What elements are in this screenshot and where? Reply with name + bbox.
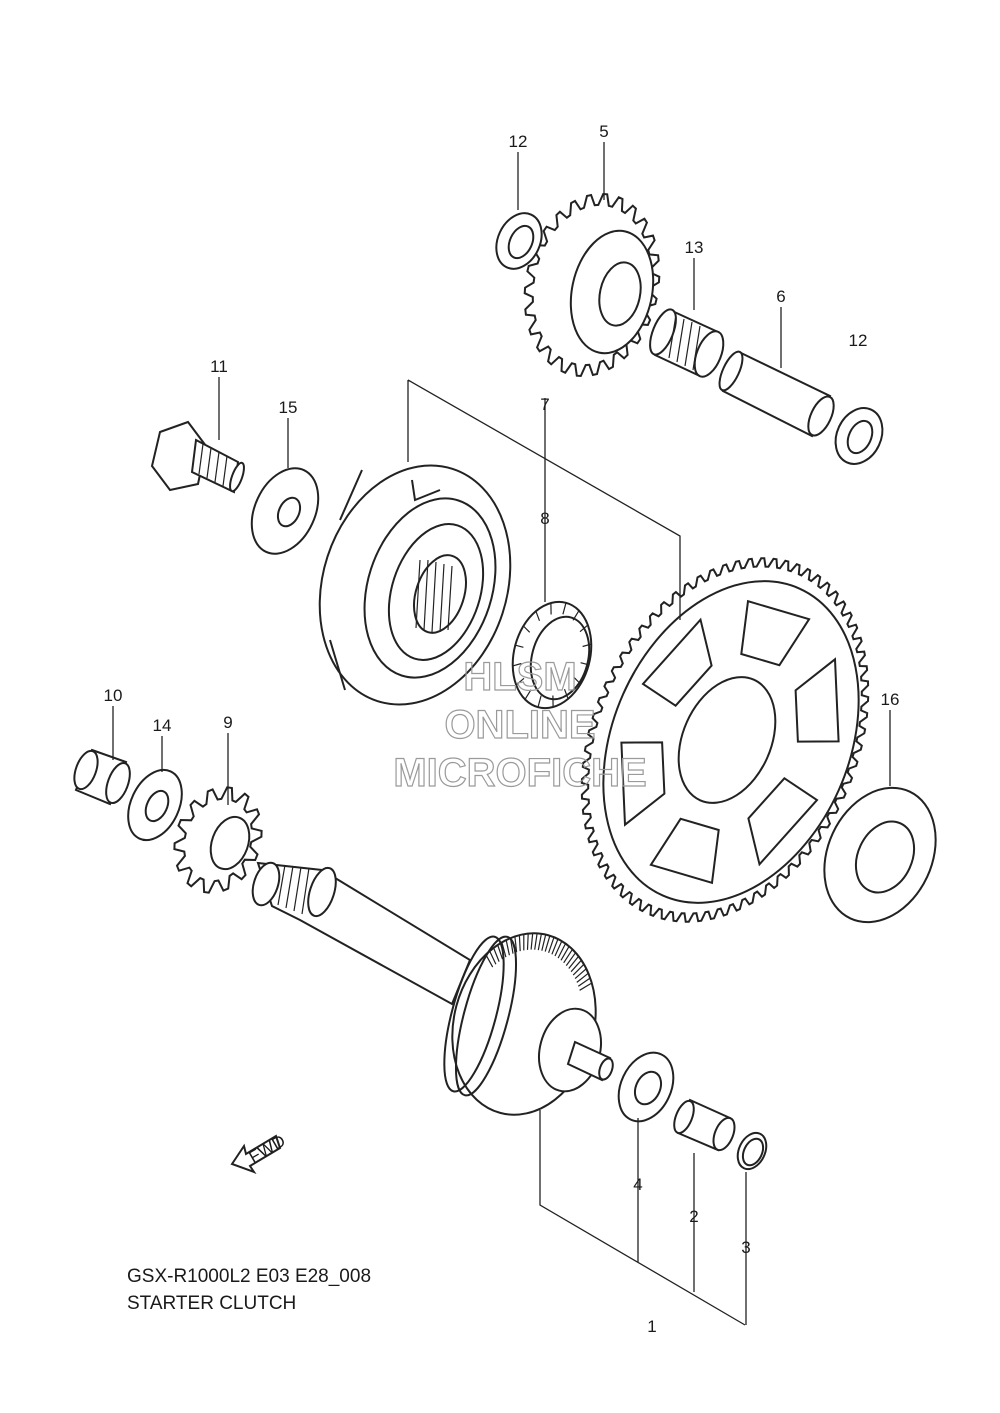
callout-2: 2 [689,1207,698,1226]
part-4-washer[interactable] [608,1044,684,1130]
callout-16: 16 [881,690,900,709]
callout-6: 6 [776,287,785,306]
callout-12-upper: 12 [509,132,528,151]
callout-13: 13 [685,238,704,257]
part-12-washer-right[interactable] [827,400,891,471]
leader-lines [112,142,891,1326]
part-14-washer[interactable] [118,761,193,848]
callout-5: 5 [599,122,608,141]
svg-text:FWD: FWD [246,1131,289,1167]
part-2-bushing[interactable] [670,1098,738,1153]
part-1-shaft-assembly[interactable] [248,859,616,1131]
watermark-line-2: ONLINE [444,703,595,747]
part-11-bolt[interactable] [150,420,247,494]
title-assembly-name: STARTER CLUTCH [127,1293,296,1314]
part-5-gear[interactable] [523,192,664,378]
fwd-arrow-icon: FWD [230,1131,289,1174]
callout-7: 7 [540,395,549,414]
diagram-title: GSX-R1000L2 E03 E28_008 STARTER CLUTCH [127,1266,371,1314]
callout-1: 1 [647,1317,656,1336]
part-16-washer[interactable] [803,770,956,941]
callout-15: 15 [279,398,298,417]
part-3-circlip[interactable] [732,1128,772,1173]
part-15-washer[interactable] [239,458,331,565]
callout-14: 14 [153,716,172,735]
part-9-idle-gear[interactable] [173,786,263,894]
part-7-clutch-housing[interactable] [290,441,540,730]
starter-driven-gear[interactable] [555,541,907,944]
callout-10: 10 [104,686,123,705]
callout-4: 4 [633,1175,642,1194]
watermark: HLSM ONLINE MICROFICHE [393,654,648,795]
callout-9: 9 [223,713,232,732]
part-10-bushing[interactable] [70,748,135,806]
part-12-washer-upper[interactable] [488,206,551,276]
callout-8: 8 [540,509,549,528]
part-8-one-way-clutch[interactable] [501,593,602,717]
watermark-line-3: MICROFICHE [393,751,646,795]
title-model-code: GSX-R1000L2 E03 E28_008 [127,1266,371,1287]
watermark-line-1: HLSM [463,655,576,699]
part-13-needle-bearing[interactable] [645,306,729,381]
callout-11: 11 [210,357,228,376]
callout-3: 3 [741,1238,750,1257]
callout-12-right: 12 [849,331,868,350]
part-6-shaft[interactable] [715,349,839,440]
callout-labels: 12 5 13 6 12 11 15 7 8 10 14 9 16 4 2 3 … [104,122,900,1336]
